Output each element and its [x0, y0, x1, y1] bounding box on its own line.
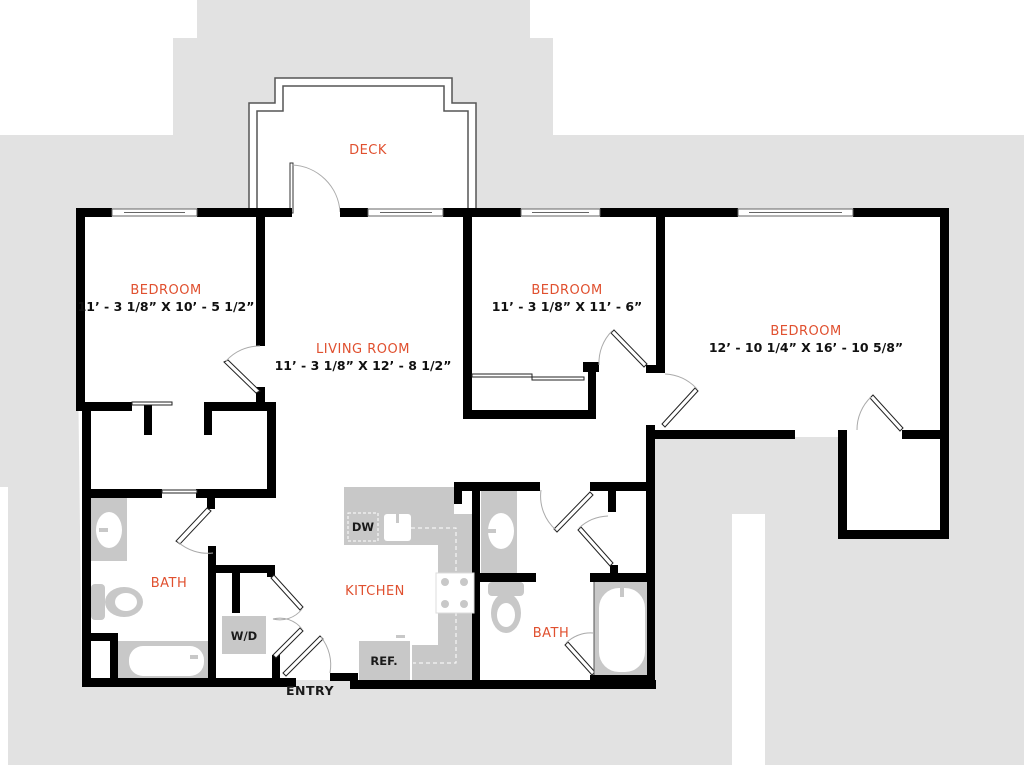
burner [460, 600, 468, 608]
bedroom-middle-label: BEDROOM [531, 283, 602, 298]
door-leaf [553, 491, 594, 533]
sink-icon [488, 513, 514, 549]
washer-dryer [222, 616, 266, 654]
door-swing [272, 617, 303, 630]
door-swing [856, 396, 872, 431]
door-swing [225, 345, 261, 362]
door-leaf [610, 329, 648, 368]
walls [76, 208, 949, 689]
bath-left-label: BATH [151, 576, 188, 591]
room-labels: BEDROOM 11’ - 3 1/8” X 10’ - 5 1/2” LIVI… [78, 283, 904, 698]
door-leaf [272, 627, 304, 659]
doors [131, 329, 904, 677]
toilet-icon [91, 584, 143, 620]
bathtub-basin [599, 588, 645, 672]
kitchen-label: KITCHEN [345, 584, 405, 599]
bedroom-left-label: BEDROOM [130, 283, 201, 298]
dishwasher [347, 512, 379, 542]
fixtures: W/D DW REF. [91, 487, 647, 680]
kitchen-upper-counter [344, 487, 454, 514]
door-swing [272, 608, 303, 621]
sink-icon [96, 512, 122, 548]
bathtub-basin [129, 646, 204, 676]
bedroom-left-dimensions: 11’ - 3 1/8” X 10’ - 5 1/2” [78, 299, 255, 314]
burner [441, 578, 449, 586]
door-leaf [577, 526, 614, 567]
entry-door-swing [320, 636, 332, 674]
counter-edge [411, 527, 457, 664]
burner [460, 578, 468, 586]
exterior-white-notch [732, 514, 765, 765]
kitchen-sink [384, 514, 411, 541]
stove [435, 572, 475, 614]
door-leaf [869, 394, 904, 432]
door-swing [565, 632, 594, 644]
dishwasher-label: DW [352, 520, 375, 534]
refrigerator-label: REF. [370, 654, 397, 668]
door-swing [540, 489, 557, 531]
bedroom-right-dimensions: 12’ - 10 1/4” X 16’ - 10 5/8” [709, 340, 903, 355]
deck: DECK [248, 77, 477, 214]
living-room-dimensions: 11’ - 3 1/8” X 12’ - 8 1/2” [275, 358, 452, 373]
deck-door-leaf [289, 162, 294, 214]
deck-label: DECK [349, 143, 387, 158]
washer-dryer-label: W/D [231, 629, 257, 643]
door-swing [578, 515, 609, 529]
burner [441, 600, 449, 608]
door-leaf [661, 387, 699, 428]
entry-label: ENTRY [286, 683, 334, 698]
living-room-label: LIVING ROOM [316, 342, 410, 357]
entry-door-leaf [282, 635, 324, 677]
bedroom-middle-dimensions: 11’ - 3 1/8” X 11’ - 6” [492, 299, 643, 314]
toilet-icon [488, 582, 524, 633]
door-leaf [270, 574, 304, 611]
interior-floor [76, 212, 945, 686]
deck-door-swing [291, 164, 341, 213]
refrigerator [359, 641, 410, 680]
kitchen-counter [344, 514, 472, 680]
bath-right-label: BATH [533, 626, 570, 641]
bedroom-right-label: BEDROOM [770, 324, 841, 339]
door-swing [664, 373, 698, 390]
door-swing [177, 541, 214, 554]
windows [111, 208, 854, 217]
door-swing [598, 330, 613, 366]
